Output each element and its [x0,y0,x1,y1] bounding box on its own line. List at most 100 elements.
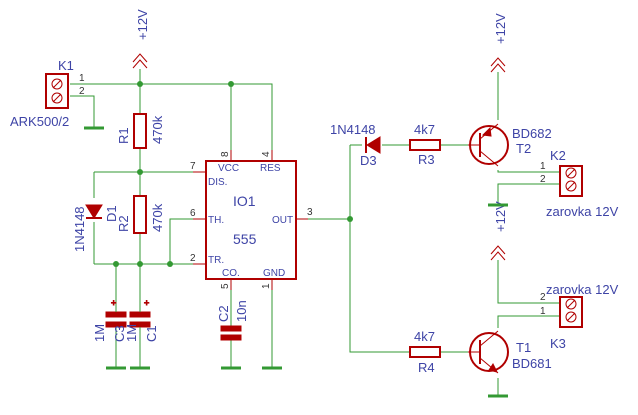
connector-k2-value: zarovka 12V [546,204,619,219]
connector-k3-value: zarovka 12V [546,282,619,297]
capacitor-c1-plus: + [144,298,149,308]
diode-d3-value: 1N4148 [330,122,376,137]
diode-d1-body [85,204,103,219]
supply-arrow-2 [490,57,506,67]
ic-pin-label-vcc: VCC [218,163,239,174]
transistor-t1: T1 BD681 [468,330,552,374]
transistor-t1-collector [479,330,499,347]
junction-th [167,261,173,267]
connector-k3-body [559,296,583,328]
capacitor-c1-value: 1M [124,324,139,342]
ic-name: IO1 [233,193,256,209]
resistor-r2: R2 470k [116,195,165,234]
ic-pin-label-tr: TR. [208,255,224,266]
junction-dis [137,169,143,175]
capacitor-c1: + 1M C1 [124,292,159,342]
wire-out-vertical [349,145,410,353]
wire-supply-rail [70,83,273,161]
capacitor-c3-name: C3 [112,325,127,342]
transistor-t2-collector [479,150,499,167]
ic-pin-label-out: OUT [272,215,293,226]
connector-k3-name: K3 [550,336,566,351]
capacitor-c2-plate-bottom [220,334,242,341]
transistor-t2-name: T2 [516,141,531,156]
connector-k1-slot-1 [52,79,62,89]
capacitor-c1-plate-pos [129,311,151,318]
connector-k2-pin1: 1 [540,161,546,172]
capacitor-c2-value: 10n [234,300,249,322]
supply-label-1: +12V [135,9,150,40]
ic-pin-label-gnd: GND [263,268,285,279]
supply-label-2: +12V [493,13,508,44]
ic-pin-label-th: TH. [208,215,224,226]
ic-pin-number-4: 4 [261,151,272,157]
connector-k2-slot-1 [566,168,576,178]
connector-k1-screw-2 [51,92,63,104]
connector-k2-slot-2 [566,181,576,191]
transistor-t2-arrow [481,126,492,137]
connector-k2: K2 zarovka 12V 1 2 [540,148,619,219]
ic-pin-label-co: CO. [222,268,240,279]
diode-d3-name: D3 [360,153,377,168]
connector-k3-pin1: 1 [540,306,546,317]
connector-k1-name: K1 [58,58,74,73]
wire-th [169,218,206,264]
resistor-r4-value: 4k7 [414,329,435,344]
ic-pin-number-5: 5 [220,283,231,289]
connector-k2-pin2: 2 [540,174,546,185]
supply-arrow-3b [490,251,506,261]
capacitor-c1-name: C1 [144,325,159,342]
connector-k2-screw-1 [565,167,577,179]
resistor-r1-value: 470k [150,115,165,144]
connector-k1-screw-1 [51,78,63,90]
resistor-r1: R1 470k [116,113,165,149]
resistor-r3: 4k7 R3 [409,122,441,167]
wire-k3-supply [497,260,560,304]
supply-arrow-1 [132,53,148,63]
wire-k1-gnd [70,95,95,127]
ic-body [205,160,297,280]
wire-k2-gnd [497,183,560,205]
resistor-r2-body [133,195,147,234]
supply-arrow-2b [490,63,506,73]
resistor-r4: 4k7 R4 [409,329,441,375]
ic-555: IO1 555 VCC RES DIS. TH. TR. CO. GND OUT… [190,150,313,290]
ic-pin-number-8: 8 [220,151,231,157]
supply-label-3: +12V [493,201,508,232]
supply-arrow-3 [490,245,506,255]
ic-pin-number-3: 3 [307,207,313,218]
wire-caps-top [115,263,141,292]
resistor-r3-name: R3 [418,152,435,167]
junction-vcc [228,81,234,87]
ic-value: 555 [233,231,257,247]
connector-k3-screw-2 [565,311,577,323]
ground-symbols [84,126,508,398]
capacitor-c3: + 1M C3 [92,292,127,342]
junction-out [347,216,353,222]
capacitor-c3-plate-pos [105,311,127,318]
resistor-r1-name: R1 [116,127,131,144]
supply-symbols: +12V +12V +12V [132,9,508,261]
ic-pin-number-2: 2 [190,253,196,264]
transistor-t2: BD682 T2 [468,123,552,167]
supply-arrow-1b [132,59,148,69]
diode-d1-value: 1N4148 [72,206,87,252]
transistor-t1-value: BD681 [512,356,552,371]
junctions [113,81,353,267]
transistor-t1-arrow [488,363,498,373]
connector-k1-pin1: 1 [79,73,85,84]
junction-supply [137,81,143,87]
capacitor-c2-plate-top [220,325,242,332]
connector-k3-slot-1 [566,299,576,309]
resistor-r4-body [409,346,441,358]
resistor-r4-name: R4 [418,360,435,375]
connector-k1-body [45,73,69,109]
resistor-r3-body [409,139,441,151]
ic-pin-number-6: 6 [190,208,196,219]
connector-k1-value: ARK500/2 [10,114,69,129]
ic-pin-label-res: RES [260,163,281,174]
diode-d1: 1N4148 D1 [72,204,119,252]
resistor-r2-name: R2 [116,215,131,232]
connector-k3-screw-1 [565,298,577,310]
capacitor-c2: C2 10n [216,300,249,341]
